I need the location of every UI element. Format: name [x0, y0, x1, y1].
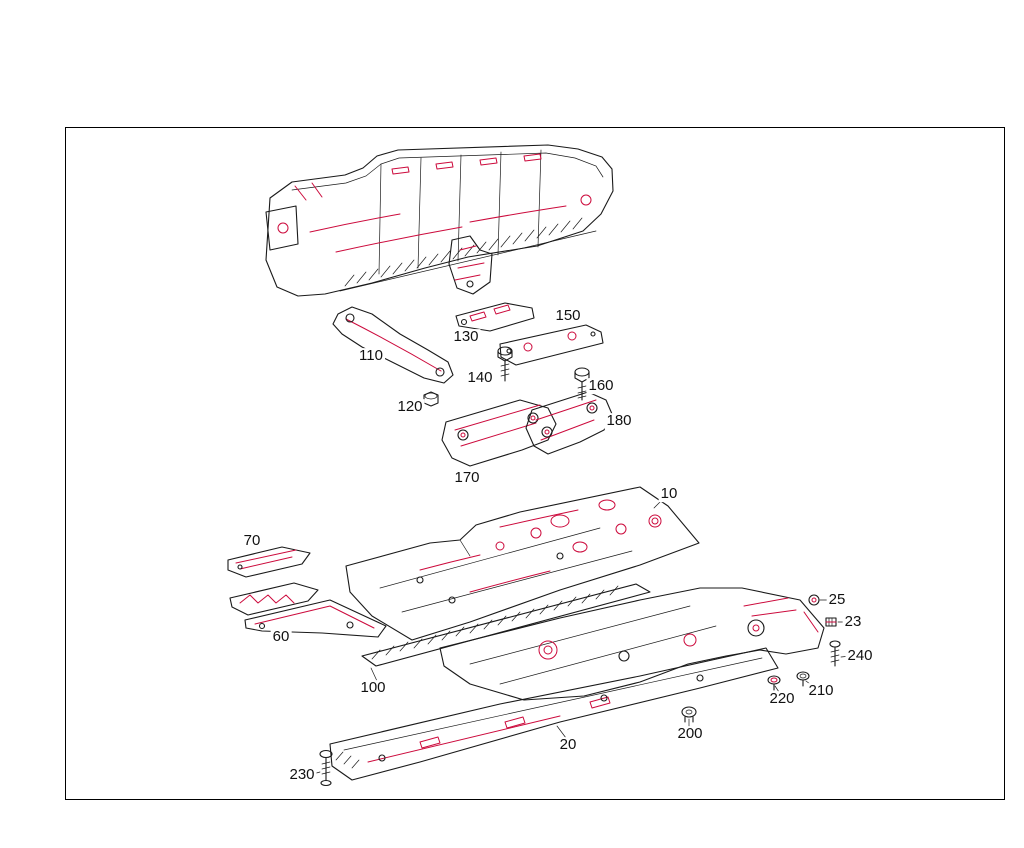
callout-230[interactable]: 230 — [287, 766, 317, 784]
callout-25[interactable]: 25 — [826, 591, 848, 609]
diagram-frame-border — [65, 127, 1005, 800]
part-110-bracket — [332, 306, 454, 384]
part-140-screw — [497, 346, 513, 382]
part-150-rail — [499, 324, 604, 366]
part-100-sill-panel — [361, 583, 825, 701]
part-20-underbody-panel — [329, 647, 779, 781]
callout-150[interactable]: 150 — [553, 307, 583, 325]
part-170-crossmember — [441, 399, 557, 467]
rear-body-structure — [265, 144, 614, 297]
part-70-cover — [227, 546, 311, 578]
part-25-clip — [808, 594, 820, 606]
callout-240[interactable]: 240 — [845, 647, 875, 665]
callout-130[interactable]: 130 — [451, 328, 481, 346]
part-23-clip — [825, 617, 837, 627]
callout-180[interactable]: 180 — [604, 412, 634, 430]
callout-10[interactable]: 10 — [658, 485, 680, 503]
part-230-screw — [319, 749, 333, 787]
part-210-grommet — [796, 671, 810, 687]
leader-lines — [312, 498, 852, 775]
part-200-plug — [681, 706, 697, 723]
callout-120[interactable]: 120 — [395, 398, 425, 416]
callout-60[interactable]: 60 — [270, 628, 292, 646]
callout-210[interactable]: 210 — [806, 682, 836, 700]
callout-220[interactable]: 220 — [767, 690, 797, 708]
callout-140[interactable]: 140 — [465, 369, 495, 387]
part-130-plate — [455, 302, 535, 332]
callout-170[interactable]: 170 — [452, 469, 482, 487]
part-160-screw — [574, 367, 590, 401]
part-120-nut — [423, 391, 439, 407]
part-180-crossmember — [525, 391, 613, 455]
callout-20[interactable]: 20 — [557, 736, 579, 754]
callout-70[interactable]: 70 — [241, 532, 263, 550]
callout-110[interactable]: 110 — [357, 347, 385, 365]
part-220-grommet — [767, 675, 781, 691]
callout-23[interactable]: 23 — [842, 613, 864, 631]
part-10-floor-panel — [345, 486, 700, 641]
part-240-screw — [829, 640, 841, 667]
callout-160[interactable]: 160 — [586, 377, 616, 395]
callout-200[interactable]: 200 — [675, 725, 705, 743]
part-60-cover — [229, 582, 387, 638]
callout-100[interactable]: 100 — [358, 679, 388, 697]
